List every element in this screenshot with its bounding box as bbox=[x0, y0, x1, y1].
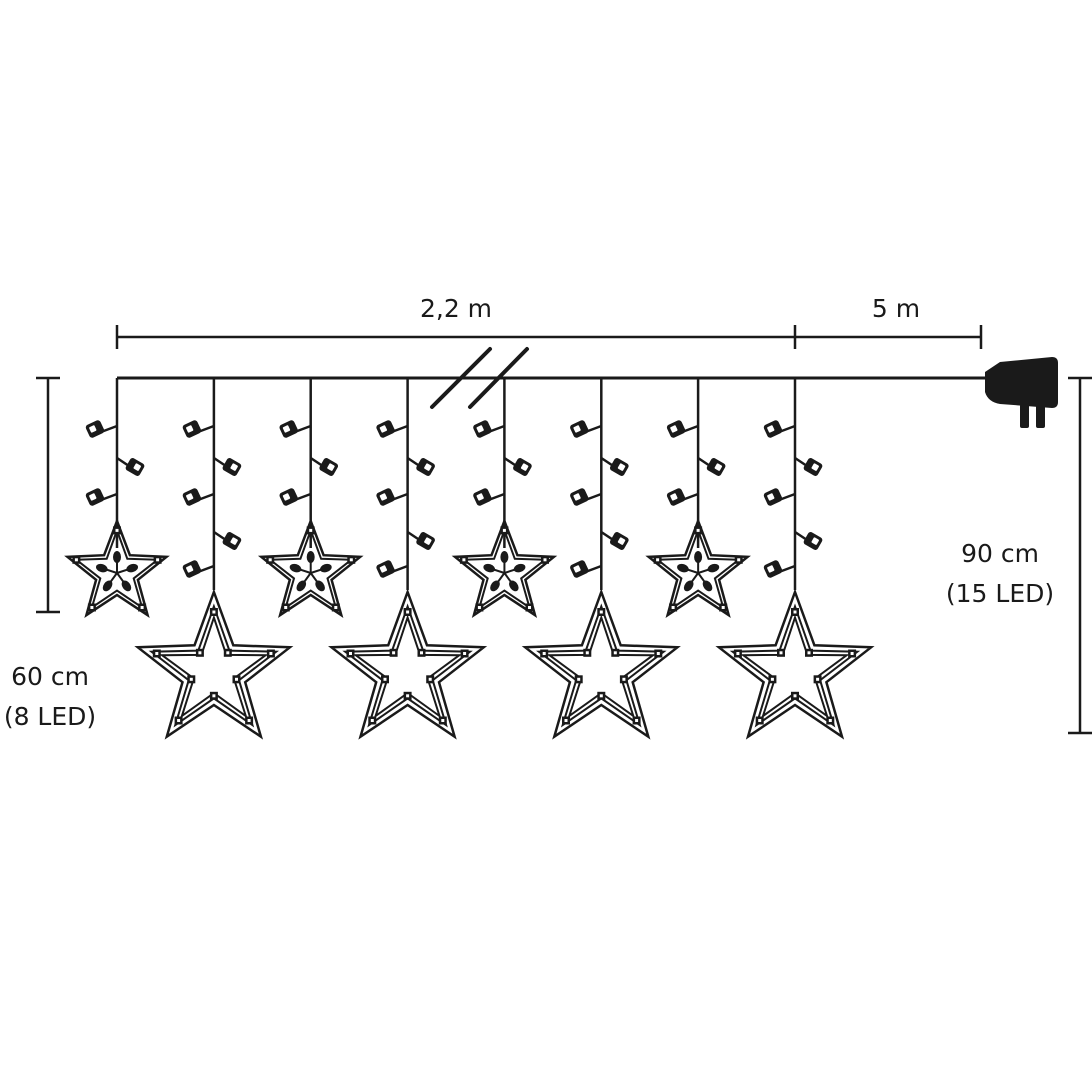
strand-led bbox=[793, 455, 825, 479]
strand-led bbox=[793, 529, 825, 553]
strand-led bbox=[180, 558, 216, 580]
label-lead-cable: 5 m bbox=[871, 294, 921, 323]
strand-led bbox=[277, 418, 312, 440]
strand-led bbox=[83, 418, 119, 440]
strand-led bbox=[406, 529, 438, 553]
strand-led bbox=[664, 486, 700, 508]
large-star bbox=[328, 588, 488, 740]
label-short-strand-length: 60 cm bbox=[11, 662, 89, 691]
strand-led bbox=[180, 418, 216, 440]
strand-led bbox=[761, 486, 797, 508]
strand-led bbox=[212, 529, 244, 553]
dimension-lead-cable bbox=[795, 325, 983, 349]
strand-led bbox=[761, 558, 797, 580]
label-total-width: 2,2 m bbox=[419, 294, 493, 323]
strand-led bbox=[406, 455, 438, 479]
label-long-strand-length: 90 cm bbox=[961, 539, 1039, 568]
strand-led bbox=[470, 418, 506, 440]
strand-led bbox=[374, 418, 409, 440]
strand-led bbox=[600, 455, 631, 479]
strand-led bbox=[309, 455, 341, 479]
strand-led bbox=[696, 455, 728, 479]
strand-led bbox=[277, 486, 312, 508]
strand-led bbox=[374, 558, 409, 580]
strand-led bbox=[567, 418, 603, 440]
strand-led bbox=[503, 455, 535, 479]
strand-led bbox=[567, 558, 603, 580]
strand-led bbox=[600, 529, 631, 553]
label-long-strand-leds: (15 LED) bbox=[945, 579, 1055, 608]
label-short-strand-leds: (8 LED) bbox=[3, 702, 97, 731]
dimension-long-strand bbox=[1068, 376, 1092, 735]
large-star bbox=[715, 588, 875, 740]
led-strands bbox=[83, 378, 825, 590]
strand-led bbox=[761, 418, 797, 440]
dimension-total-width bbox=[115, 325, 797, 349]
cable-break-marks bbox=[430, 347, 529, 409]
strand-led bbox=[180, 486, 216, 508]
strand-led bbox=[115, 455, 147, 479]
strand-led bbox=[83, 486, 119, 508]
power-adapter-icon bbox=[985, 357, 1058, 428]
small-star bbox=[645, 517, 751, 618]
strand-led bbox=[567, 486, 603, 508]
strand-led bbox=[470, 486, 506, 508]
strand-led bbox=[664, 418, 700, 440]
stars bbox=[64, 517, 875, 740]
dimension-short-strand bbox=[36, 376, 60, 614]
large-star bbox=[134, 588, 294, 740]
strand-led bbox=[374, 486, 409, 508]
large-star bbox=[521, 588, 681, 740]
small-star bbox=[451, 517, 558, 618]
small-star bbox=[257, 517, 364, 618]
strand-led bbox=[212, 455, 244, 479]
small-star bbox=[64, 517, 170, 618]
